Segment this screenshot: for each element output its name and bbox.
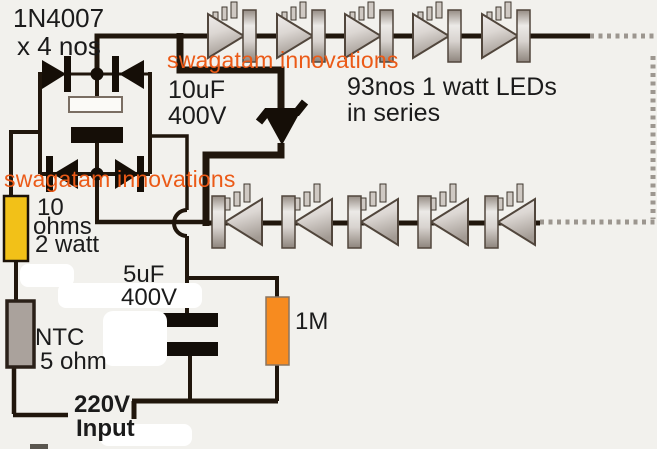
ntc-thermistor — [5, 299, 36, 369]
zener-cathode-bar — [255, 99, 309, 125]
ntc-label: NTC 5 ohm — [35, 326, 107, 374]
bleeder-resistor-1m — [265, 296, 290, 366]
filter-cap-voltage: 400V — [168, 102, 227, 130]
mains-input-label: 220V Input — [74, 393, 135, 440]
cap5-plate-bottom — [162, 342, 218, 356]
cap10-plate-positive — [68, 96, 123, 113]
junction-dot-bottom — [90, 167, 104, 181]
wire-ac2-upper — [150, 134, 189, 210]
watermark-bottom: swagatam innovations — [4, 166, 236, 192]
diode-bottom-right-icon — [115, 156, 144, 192]
zener-triangle — [266, 116, 298, 145]
eraser-smudge — [20, 264, 74, 287]
screen-artifact — [30, 444, 48, 449]
led-icon — [412, 1, 462, 63]
led-string-line1: 93nos 1 watt LEDs — [347, 73, 557, 101]
ntc-value: 5 ohm — [40, 348, 107, 375]
wire-1m-top — [187, 276, 279, 299]
junction-dot-top — [90, 67, 104, 81]
eraser-smudge — [58, 283, 202, 308]
led-string-label: 93nos 1 watt LEDs in series — [347, 74, 557, 126]
mains-word-input: Input — [76, 414, 135, 442]
watermark-top: swagatam innovations — [167, 47, 399, 73]
bridge-label-line2: x 4 nos — [17, 31, 101, 61]
led-icon — [481, 1, 531, 63]
bridge-rectifier — [42, 56, 144, 192]
diode-top-left-icon — [42, 56, 71, 92]
led-icon — [347, 183, 399, 249]
dropper-cap-voltage: 400V — [121, 284, 178, 311]
led-icon — [211, 183, 263, 249]
series-resistor-label: 10 ohms 2 watt — [33, 194, 100, 258]
wire-hop-arc — [172, 208, 188, 238]
diode-bottom-left-icon — [46, 156, 78, 192]
diode-top-right-icon — [112, 56, 144, 92]
series-resistor-10ohm — [2, 194, 30, 263]
series-resistor-power: 2 watt — [35, 231, 100, 258]
led-icon — [484, 183, 536, 249]
series-resistor-value: 10 — [37, 194, 64, 221]
led-string-line2: in series — [347, 99, 441, 127]
zener-diode-icon — [255, 99, 309, 145]
bridge-label-line1: 1N4007 — [13, 3, 105, 33]
wire-zener-feed — [176, 33, 285, 109]
wire-zener-return — [202, 143, 285, 226]
mains-voltage: 220V — [74, 391, 131, 418]
led-row-return — [211, 183, 536, 249]
filter-cap-value: 10uF — [168, 76, 225, 104]
led-icon — [417, 183, 469, 249]
bridge-label: 1N4007 x 4 nos — [13, 4, 104, 60]
ntc-name: NTC — [35, 324, 85, 351]
dotted-led-continuation — [540, 33, 657, 225]
led-icon — [281, 183, 333, 249]
filter-cap-label: 10uF 400V — [168, 77, 226, 129]
wire-mains-right — [131, 398, 278, 419]
dropper-capacitor-5uf — [162, 313, 218, 356]
cap5-plate-top — [162, 313, 218, 327]
cap10-plate-negative — [71, 127, 123, 143]
wire-ac1 — [9, 130, 40, 198]
dropper-cap-value: 5uF — [123, 261, 165, 288]
dropper-cap-label: 5uF 400V — [121, 261, 178, 311]
wire-ntc-mains — [11, 365, 68, 418]
eraser-smudge — [100, 424, 192, 446]
eraser-smudge — [103, 311, 167, 366]
eraser-smudges — [20, 264, 202, 446]
bleeder-resistor-label: 1M — [295, 308, 329, 335]
series-resistor-unit: ohms — [33, 212, 92, 240]
